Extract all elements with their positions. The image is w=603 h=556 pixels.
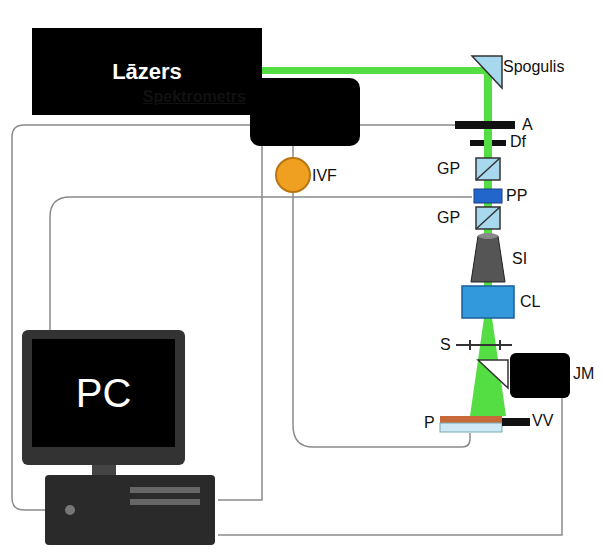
mirror [472, 56, 502, 88]
cable [292, 146, 294, 157]
polarizer-cube [476, 207, 500, 229]
waveplate [474, 189, 502, 203]
computer: PC [10, 325, 218, 550]
part-label: P [424, 414, 435, 432]
sample-layer [440, 416, 502, 423]
optical-fiber [293, 193, 470, 447]
part-label: A [522, 116, 533, 134]
part-label: Spogulis [503, 58, 564, 76]
part-label: VV [532, 412, 553, 430]
node-label: PC [32, 339, 175, 447]
laser-beam [484, 140, 492, 146]
computer-case [45, 475, 215, 545]
part-label: Df [510, 133, 526, 151]
screen [32, 339, 175, 447]
laser-beam [262, 67, 488, 74]
node-label: Spektrometrs [143, 88, 246, 106]
shutter [469, 340, 471, 350]
monitor-stand [92, 465, 116, 475]
computer-icon [10, 325, 218, 550]
cable [218, 146, 262, 500]
spectrometer-box: Spektrometrs [250, 78, 360, 146]
sample-substrate [440, 423, 502, 432]
diaphragm [470, 140, 506, 146]
node-label: IVF [312, 167, 337, 185]
wire [12, 125, 455, 510]
monitor [22, 330, 185, 465]
camera-box: JM [510, 353, 570, 398]
node-label: JM [573, 365, 594, 383]
lens [462, 286, 514, 318]
heater [502, 418, 530, 426]
polarizer-cube [476, 158, 500, 180]
polarizer-diagonal [476, 207, 500, 229]
beam-expander [471, 236, 505, 282]
part-label: S [440, 336, 451, 354]
shutter [456, 344, 512, 346]
attenuator [455, 121, 515, 129]
drive-bay [130, 499, 200, 505]
cable [218, 398, 562, 535]
part-label: CL [520, 293, 540, 311]
part-label: GP [437, 209, 460, 227]
beam-splitter [478, 360, 508, 388]
power-button [65, 505, 75, 515]
polarizer-diagonal [476, 158, 500, 180]
drive-bay [130, 487, 200, 493]
shutter [499, 340, 501, 350]
beam-expander-top [478, 233, 498, 239]
wire [50, 197, 472, 330]
part-label: PP [506, 187, 527, 205]
fiber-coupler-circle: IVF [275, 157, 311, 193]
part-label: GP [437, 160, 460, 178]
part-label: SI [512, 250, 527, 268]
